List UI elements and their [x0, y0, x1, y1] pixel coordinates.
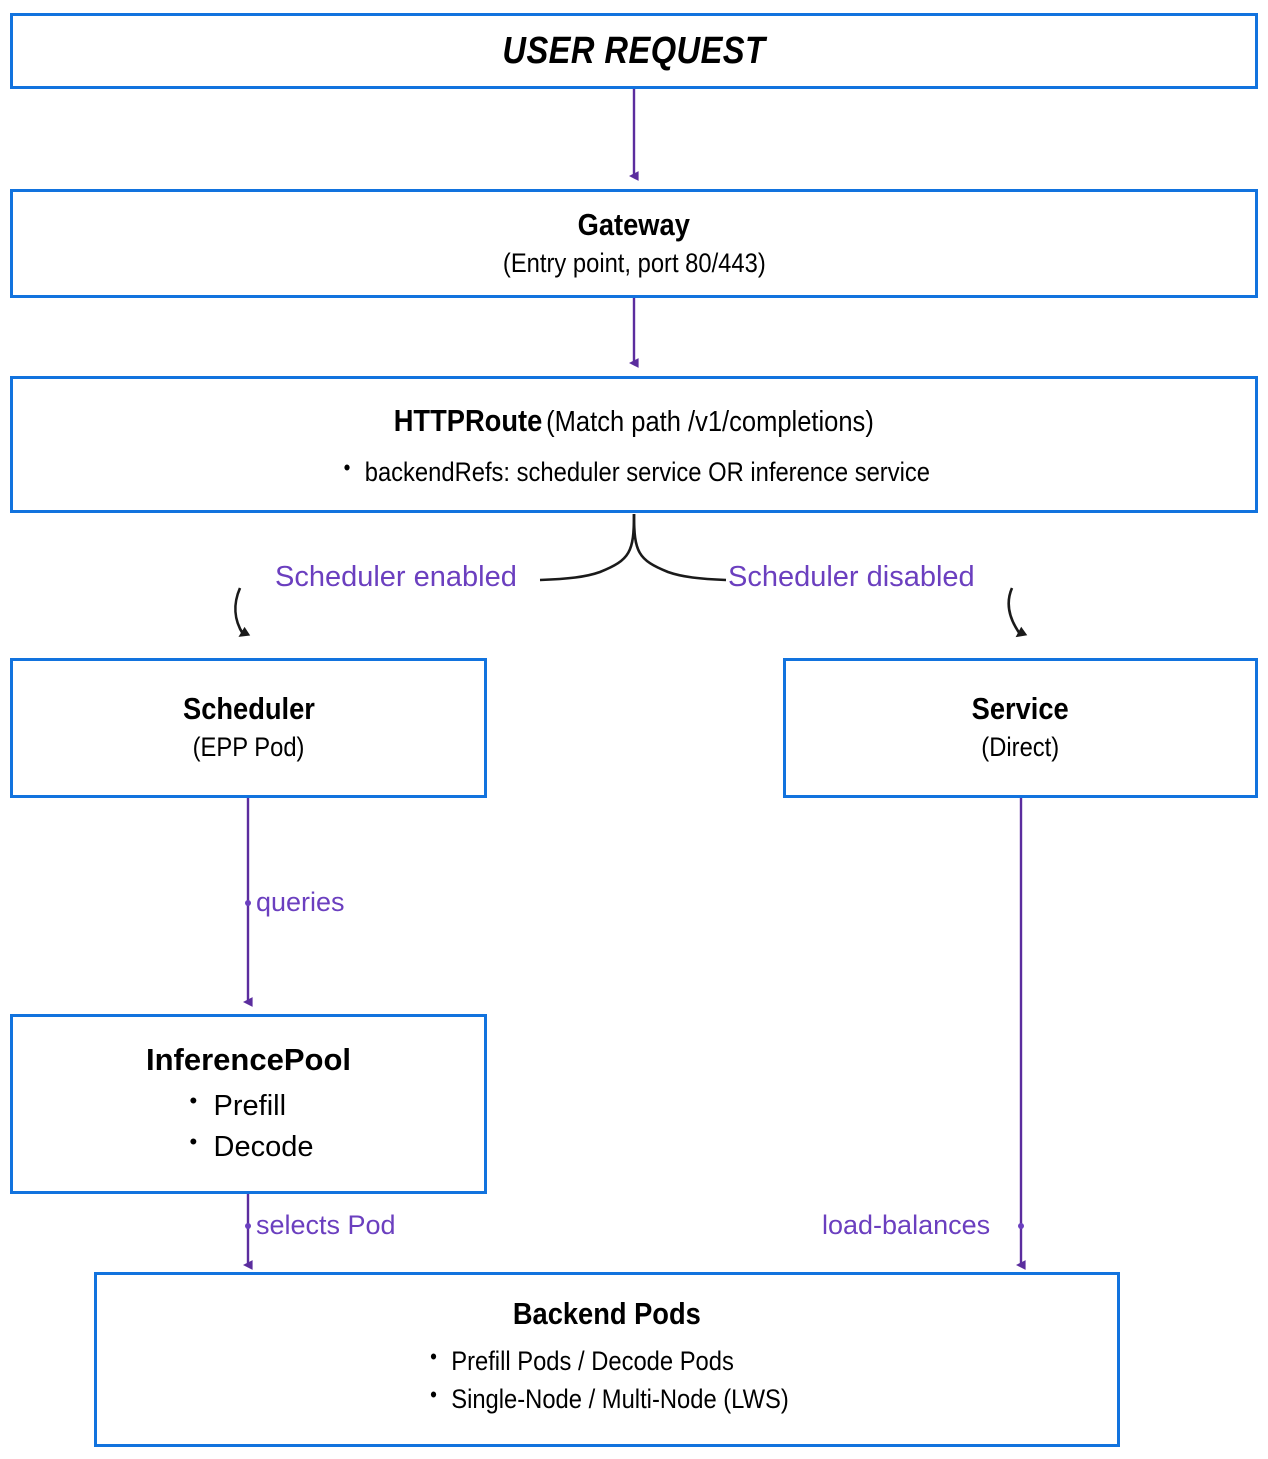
- edge-label-queries: queries: [256, 887, 345, 917]
- node-httproute[interactable]: HTTPRoute (Match path /v1/completions) b…: [10, 376, 1258, 513]
- node-gateway[interactable]: Gateway (Entry point, port 80/443): [10, 189, 1258, 298]
- httproute-heading-line: HTTPRoute (Match path /v1/completions): [394, 403, 874, 439]
- user-request-label: USER REQUEST: [502, 29, 766, 72]
- node-user-request[interactable]: USER REQUEST: [10, 13, 1258, 89]
- backend-pods-title: Backend Pods: [513, 1296, 701, 1331]
- service-subtitle: (Direct): [981, 732, 1060, 763]
- inferencepool-bullet-list: Prefill Decode: [184, 1085, 314, 1168]
- httproute-title: HTTPRoute: [393, 403, 543, 438]
- scheduler-subtitle: (EPP Pod): [192, 732, 305, 763]
- edge-label-load-balances: load-balances: [822, 1210, 991, 1240]
- edge-label-selects-pod: selects Pod: [256, 1210, 396, 1240]
- node-inferencepool[interactable]: InferencePool Prefill Decode: [10, 1014, 487, 1194]
- edge-scheduler-to-inferencepool: [242, 798, 253, 1007]
- node-scheduler[interactable]: Scheduler (EPP Pod): [10, 658, 487, 798]
- backend-pods-bullet-list: Prefill Pods / Decode Pods Single-Node /…: [425, 1341, 789, 1419]
- edge-branch-to-scheduler: [234, 587, 251, 637]
- list-item: Prefill: [184, 1085, 314, 1127]
- httproute-bullet-list: backendRefs: scheduler service OR infere…: [338, 452, 930, 491]
- list-item: backendRefs: scheduler service OR infere…: [338, 452, 930, 491]
- edge-inferencepool-to-backend-pods: [242, 1194, 253, 1270]
- list-item: Decode: [184, 1126, 314, 1168]
- node-service[interactable]: Service (Direct): [783, 658, 1258, 798]
- edge-service-to-backend-pods: [1015, 798, 1026, 1270]
- service-title: Service: [971, 691, 1070, 727]
- edge-label-scheduler-disabled: Scheduler disabled: [728, 561, 975, 593]
- list-item: Single-Node / Multi-Node (LWS): [425, 1379, 789, 1418]
- edge-httproute-branch-split: [539, 513, 727, 582]
- inferencepool-title: InferencePool: [146, 1042, 351, 1077]
- httproute-subtitle: (Match path /v1/completions): [546, 406, 875, 438]
- gateway-title: Gateway: [577, 206, 691, 242]
- edge-label-scheduler-enabled: Scheduler enabled: [275, 561, 517, 593]
- node-backend-pods[interactable]: Backend Pods Prefill Pods / Decode Pods …: [94, 1272, 1120, 1447]
- list-item: Prefill Pods / Decode Pods: [425, 1341, 789, 1380]
- scheduler-title: Scheduler: [182, 691, 315, 727]
- gateway-subtitle: (Entry point, port 80/443): [502, 247, 766, 278]
- edge-branch-to-service: [1007, 587, 1028, 638]
